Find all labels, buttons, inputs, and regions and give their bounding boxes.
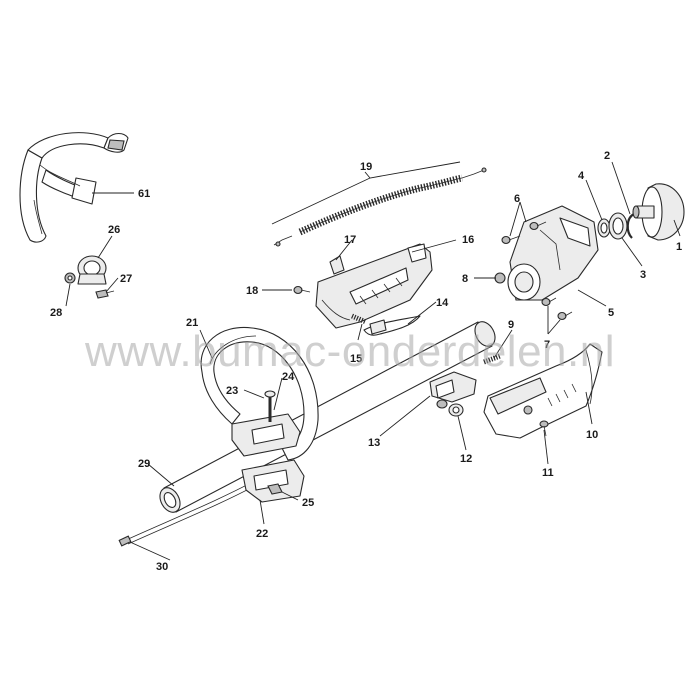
callout-27: 27 [120,273,132,285]
callout-9: 9 [508,319,514,331]
callout-19: 19 [360,161,372,173]
part-13-lock-lever [429,371,477,409]
part-27-screw [95,289,115,299]
part-29-shaft-tube [159,321,496,513]
callout-10: 10 [586,429,598,441]
part-4-washer [597,218,611,238]
callout-61: 61 [138,188,150,200]
part-5-clutch-housing [507,205,599,301]
part-21-loop-handle [200,326,319,461]
part-23-clamp-screw [264,390,276,422]
part-18-screw [293,285,311,295]
callout-29: 29 [138,458,150,470]
callout-17: 17 [344,234,356,246]
callout-30: 30 [156,561,168,573]
watermark-text: www.bumac-onderdelen.nl [84,327,615,376]
part-28-nut [64,272,76,284]
callout-labels: 61 26 27 28 19 17 16 18 14 15 21 23 24 2… [50,150,682,573]
callout-2: 2 [604,150,610,162]
part-12-ring [448,403,464,417]
part-17-clip [329,255,345,275]
callout-7: 7 [544,339,550,351]
callout-3: 3 [640,269,646,281]
part-22-lower-clamp [241,459,305,503]
part-11-screw [539,420,549,437]
part-9-spring [483,353,501,365]
callout-15: 15 [350,353,362,365]
callout-22: 22 [256,528,268,540]
part-2-circlip [626,213,635,239]
callout-24: 24 [282,371,295,383]
part-24-upper-clamp [231,413,301,457]
part-16-throttle-housing [315,243,433,329]
leader-lines [65,161,681,561]
part-8-nut [494,272,506,284]
callout-28: 28 [50,307,62,319]
callout-16: 16 [462,234,474,246]
callout-4: 4 [578,170,585,182]
callout-26: 26 [108,224,120,236]
callout-14: 14 [436,297,449,309]
part-10-rear-handle [483,343,603,439]
callout-5: 5 [608,307,614,319]
part-61-shoulder-strap [19,132,129,243]
callout-25: 25 [302,497,314,509]
callout-6: 6 [514,193,520,205]
callout-18: 18 [246,285,258,297]
part-1-clutch-drum [632,183,685,241]
callout-11: 11 [542,467,554,479]
part-26-strap-clamp [77,255,107,285]
callout-13: 13 [368,437,380,449]
part-14-throttle-trigger [363,315,421,336]
callout-21: 21 [186,317,198,329]
part-6-screws [501,221,547,245]
part-7-screws [541,297,573,321]
callout-12: 12 [460,453,472,465]
callout-8: 8 [462,273,468,285]
part-19-throttle-cable [273,167,487,247]
callout-1: 1 [676,241,682,253]
callout-23: 23 [226,385,238,397]
part-3-bearing [608,212,628,240]
